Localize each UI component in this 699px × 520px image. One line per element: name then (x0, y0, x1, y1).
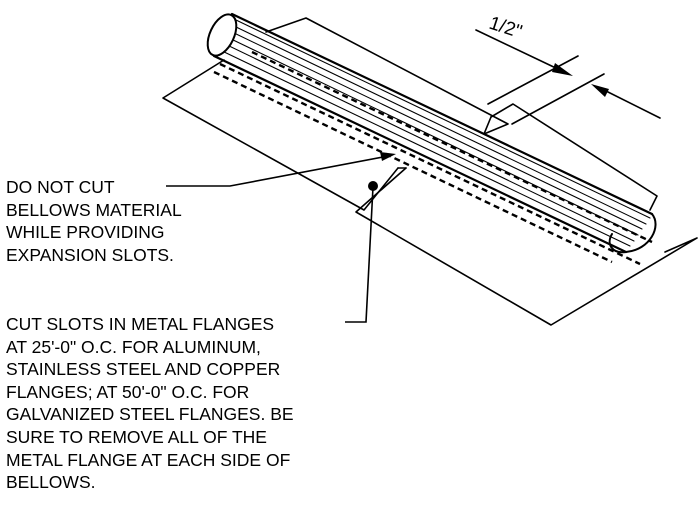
bellows-end-cap (206, 13, 238, 57)
note-slots-line: BELLOWS. (6, 472, 96, 493)
front-flange-left-panel (162, 59, 399, 211)
leader-bellows (166, 155, 389, 187)
note-slots-line: GALVANIZED STEEL FLANGES. BE (6, 404, 294, 425)
note-bellows-line: DO NOT CUT (6, 177, 115, 197)
leader-bellows-arrowhead (380, 152, 396, 161)
note-slots-line: METAL FLANGE AT EACH SIDE OF (6, 449, 291, 470)
bellows-outline-top (230, 12, 654, 216)
back-flange-right-panel (490, 103, 658, 211)
dimension-extension-line-1 (487, 55, 579, 105)
note-bellows-line: BELLOWS MATERIAL (6, 199, 182, 220)
bellows-rib-5 (224, 43, 635, 242)
note-slots-line: STAINLESS STEEL AND COPPER (6, 359, 281, 380)
note-bellows: DO NOT CUT BELLOWS MATERIAL WHILE PROVID… (6, 176, 182, 266)
note-slots: CUT SLOTS IN METAL FLANGES AT 25'-0" O.C… (6, 313, 294, 494)
dimension-extension-line-2 (511, 73, 605, 125)
seam-line-back-1 (251, 50, 653, 244)
dimension-arrow-upper (475, 29, 561, 71)
note-slots-line: AT 25'-0" O.C. FOR ALUMINUM, (6, 336, 261, 357)
bellows-outline-bottom (212, 54, 628, 254)
dimension-arrowhead-lower (591, 84, 609, 97)
bellows-rib-6 (219, 49, 631, 247)
bellows-rib-3 (231, 31, 643, 230)
dimension-arrowhead-upper (552, 63, 573, 76)
leader-slots-dot (368, 181, 378, 191)
note-slots-line: CUT SLOTS IN METAL FLANGES (6, 314, 275, 334)
bellows-rib-1 (235, 19, 651, 219)
leader-slots (345, 186, 374, 323)
seam-line-front-2 (213, 70, 613, 264)
bellows-rib-2 (233, 25, 647, 225)
front-flange-right-panel (355, 167, 698, 326)
note-bellows-line: EXPANSION SLOTS. (6, 244, 174, 265)
slot-edge-back (483, 116, 492, 135)
bellows-end-cut (608, 213, 657, 254)
note-slots-line: SURE TO REMOVE ALL OF THE (6, 426, 267, 447)
note-slots-line: FLANGES; AT 50'-0" O.C. FOR (6, 381, 250, 402)
back-flange-left-panel (265, 17, 509, 135)
bellows-rib-4 (228, 37, 639, 236)
seam-line-front-1 (219, 62, 641, 266)
note-bellows-line: WHILE PROVIDING (6, 222, 165, 243)
dimension-arrow-lower (603, 89, 661, 119)
